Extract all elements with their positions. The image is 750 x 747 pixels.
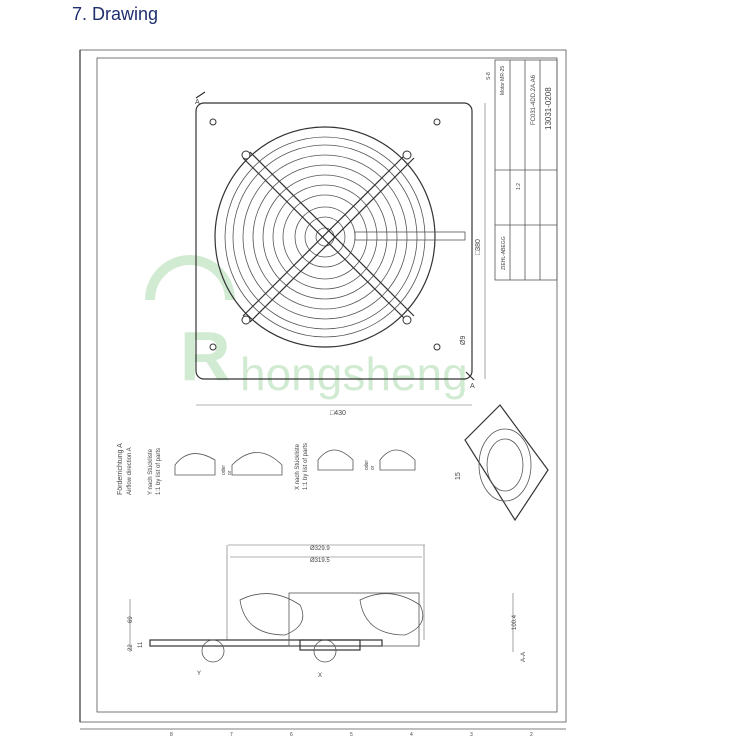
guard-rings [232,144,418,330]
venturi-ring [214,126,436,348]
watermark-text: hongsheng [240,348,468,400]
detail-y-a [174,453,216,476]
dim-hole: Ø9 [460,336,467,345]
ruler-label: 2 [530,732,533,738]
or-en-1: or [227,470,233,475]
dim-inner-diameter: Ø319.5 [310,558,330,564]
detail-y-b [231,452,283,476]
detail-y-marker: Y [197,671,201,677]
or-de-2: oder [364,460,370,470]
plate-side [149,639,383,647]
title-block: ZIEHL-ABEGG Motor MR-25 FC031-4DD.2A.A6 … [486,59,558,281]
detail-y-label-en: 1:1 by list of parts [156,448,162,495]
dim-height: 100.4 [512,614,518,630]
section-title: 7. Drawing [72,4,159,24]
side-view: Ø329.9 Ø319.5 69 22 11 100.4 A-A X Y [128,544,527,679]
angle-label: 15 [455,472,462,480]
scale-label: 1:2 [516,183,522,190]
or-de-1: oder [221,465,227,475]
dim-22: 22 [128,644,134,651]
sheet-label: S-8 [486,72,492,80]
dim-square-inner: □380 [475,239,482,255]
section-marker-bottom: A [470,383,475,390]
detail-x-label-en: 1:1 by list of parts [303,443,309,490]
drawing-number: 13031-0208 [544,87,553,130]
isometric-view: 15 [455,404,549,522]
detail-x-marker: X [318,673,322,679]
housing-side [288,592,420,647]
blade-left [239,593,304,636]
motor-label: Motor MR-25 [500,66,506,95]
detail-y-circle [201,639,225,663]
top-view: □430 □380 Ø9 A A [195,91,486,417]
dim-69: 69 [128,616,134,623]
ruler-label: 7 [230,732,233,738]
company-name: ZIEHL-ABEGG [501,236,507,270]
product-code: FC031-4DD.2A.A6 [531,74,537,125]
detail-x-label-de: X nach Stückliste [295,443,301,490]
ruler-label: 4 [410,732,413,738]
ruler-label: 3 [470,732,473,738]
detail-x-b [379,449,416,471]
ruler: 8 7 6 5 4 3 2 [80,728,566,738]
drawing-inner-frame [96,57,558,713]
mounting-holes [209,118,441,351]
watermark-letter: R [180,317,231,395]
detail-y-label-de: Y nach Stückliste [148,448,154,495]
blade-right [359,593,424,636]
airflow-label-de: Förderrichtung A [117,443,124,495]
airflow-label-en: Airflow direction A [127,447,133,495]
section-marker-top: A [195,99,200,106]
cable [354,231,466,241]
guard-struts [242,151,415,323]
ruler-label: 5 [350,732,353,738]
mounting-plate [195,102,473,380]
dim-11: 11 [138,641,144,648]
section-label: A-A [521,652,527,662]
dim-square-outer: □430 [330,410,346,417]
motor-hub [299,639,361,651]
detail-views: Förderrichtung A Airflow direction A Y n… [117,443,416,495]
or-en-2: or [370,465,376,470]
detail-x-a [317,449,354,471]
detail-x-circle [313,639,337,663]
ruler-label: 6 [290,732,293,738]
dim-outer-diameter: Ø329.9 [310,546,330,552]
watermark-logo: R hongsheng [145,255,468,400]
ruler-label: 8 [170,732,173,738]
